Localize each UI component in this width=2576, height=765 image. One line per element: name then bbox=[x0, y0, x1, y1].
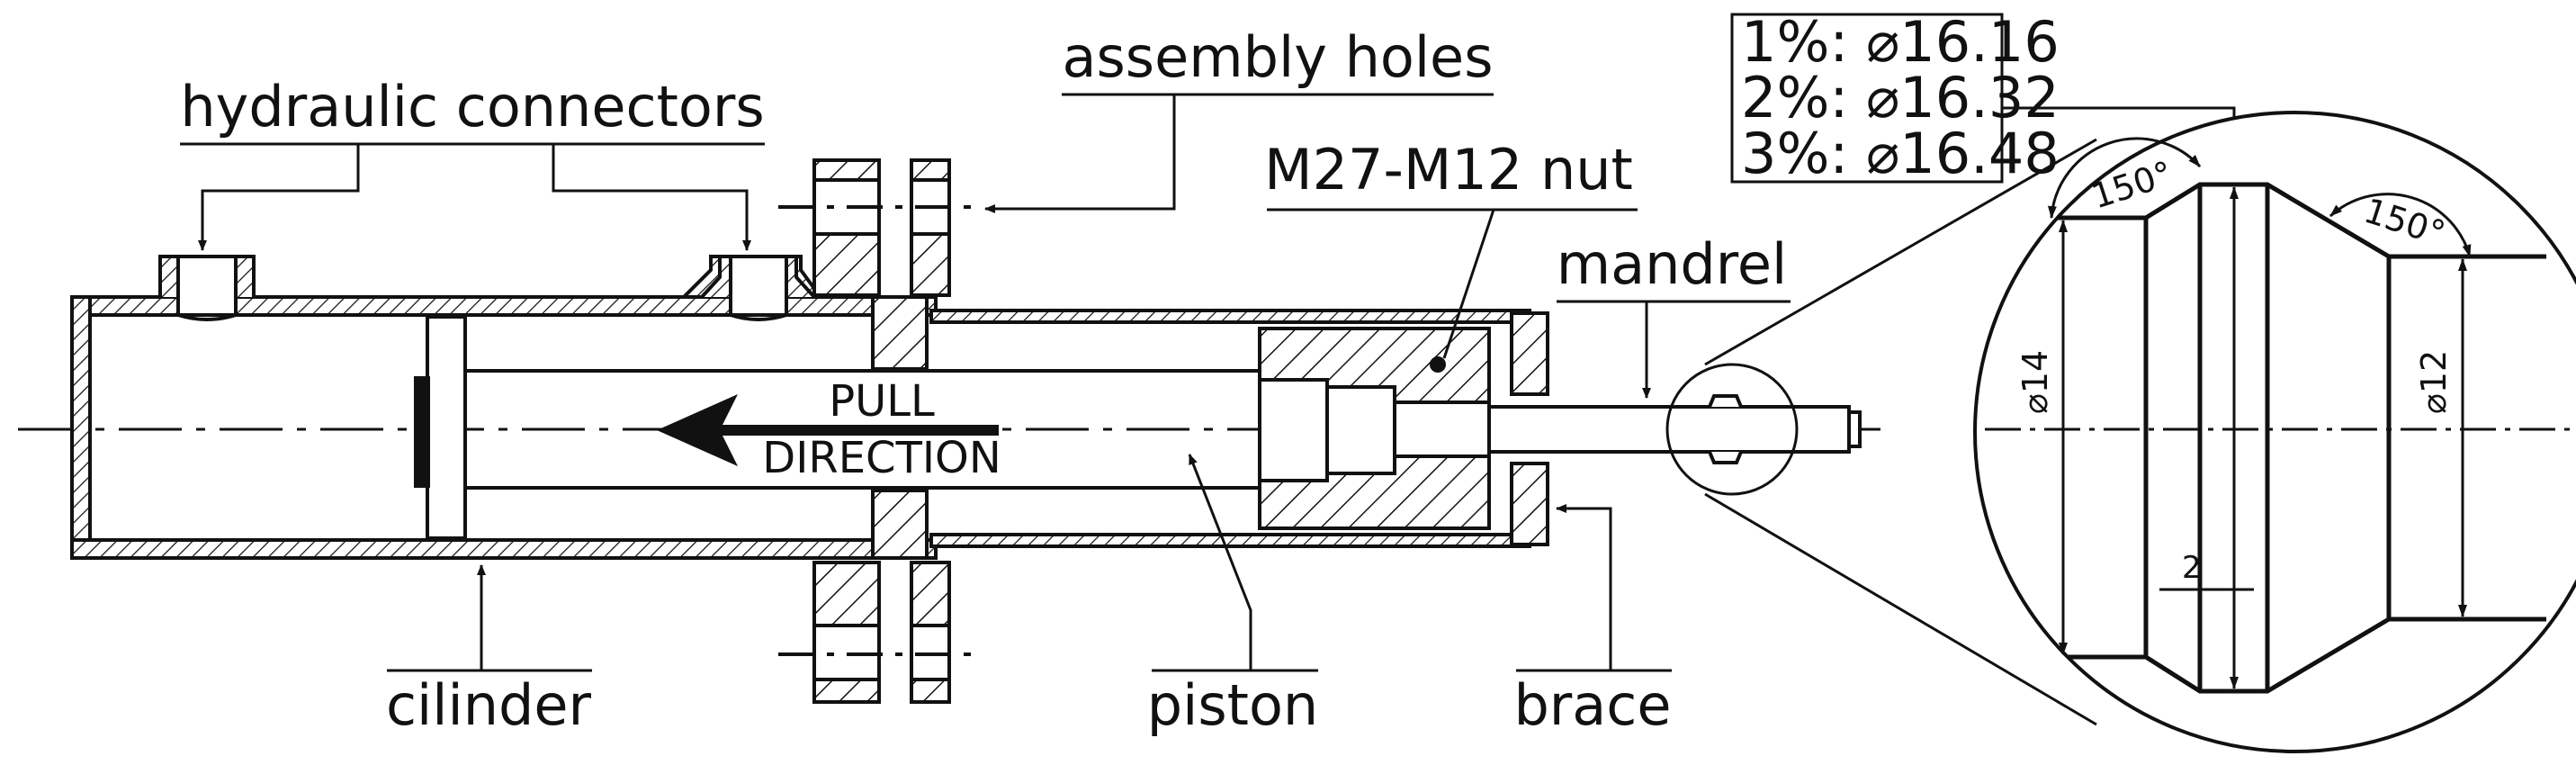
pull-label: PULL bbox=[829, 376, 935, 427]
connector-leader-right bbox=[552, 144, 751, 251]
assembly-holes-leader bbox=[984, 94, 1176, 213]
cylinder-body bbox=[70, 255, 938, 560]
detail-leader-bottom bbox=[1704, 492, 2097, 726]
nut-label: M27-M12 nut bbox=[1264, 137, 1633, 202]
detail-view bbox=[1973, 111, 2576, 753]
cilinder-label: cilinder bbox=[386, 672, 592, 738]
table-row: 1%: ⌀16.16 bbox=[1741, 9, 2060, 75]
dia-left-label: ⌀14 bbox=[2015, 350, 2055, 414]
nut-block bbox=[1258, 327, 1491, 530]
pull-direction-arrow bbox=[657, 394, 999, 466]
detail-leader-top bbox=[1704, 138, 2097, 366]
brace-label: brace bbox=[1513, 672, 1671, 738]
connector-leader-left bbox=[198, 144, 360, 251]
nut-leader bbox=[1442, 209, 1495, 359]
table-row: 3%: ⌀16.48 bbox=[1741, 121, 2060, 186]
tolerance-table: 1%: ⌀16.16 2%: ⌀16.32 3%: ⌀16.48 bbox=[1730, 9, 2060, 186]
hydraulic-connectors-label: hydraulic connectors bbox=[180, 74, 764, 140]
assembly-holes-label: assembly holes bbox=[1062, 24, 1493, 90]
brace bbox=[1510, 311, 1549, 546]
dia-right-label: ⌀12 bbox=[2414, 350, 2454, 414]
mandrel bbox=[1487, 394, 1862, 464]
assembly-flanges bbox=[778, 158, 981, 704]
piston-leader bbox=[1188, 454, 1252, 670]
direction-label: DIRECTION bbox=[762, 433, 1001, 483]
width-label: 2 bbox=[2182, 550, 2202, 586]
piston-rod bbox=[465, 369, 1260, 490]
table-row: 2%: ⌀16.32 bbox=[1741, 65, 2060, 130]
detail-circle-small bbox=[1665, 363, 1799, 496]
piston-label: piston bbox=[1147, 672, 1318, 738]
brace-leader bbox=[1556, 504, 1612, 670]
piston-head bbox=[414, 315, 467, 540]
mandrel-label: mandrel bbox=[1557, 231, 1788, 297]
